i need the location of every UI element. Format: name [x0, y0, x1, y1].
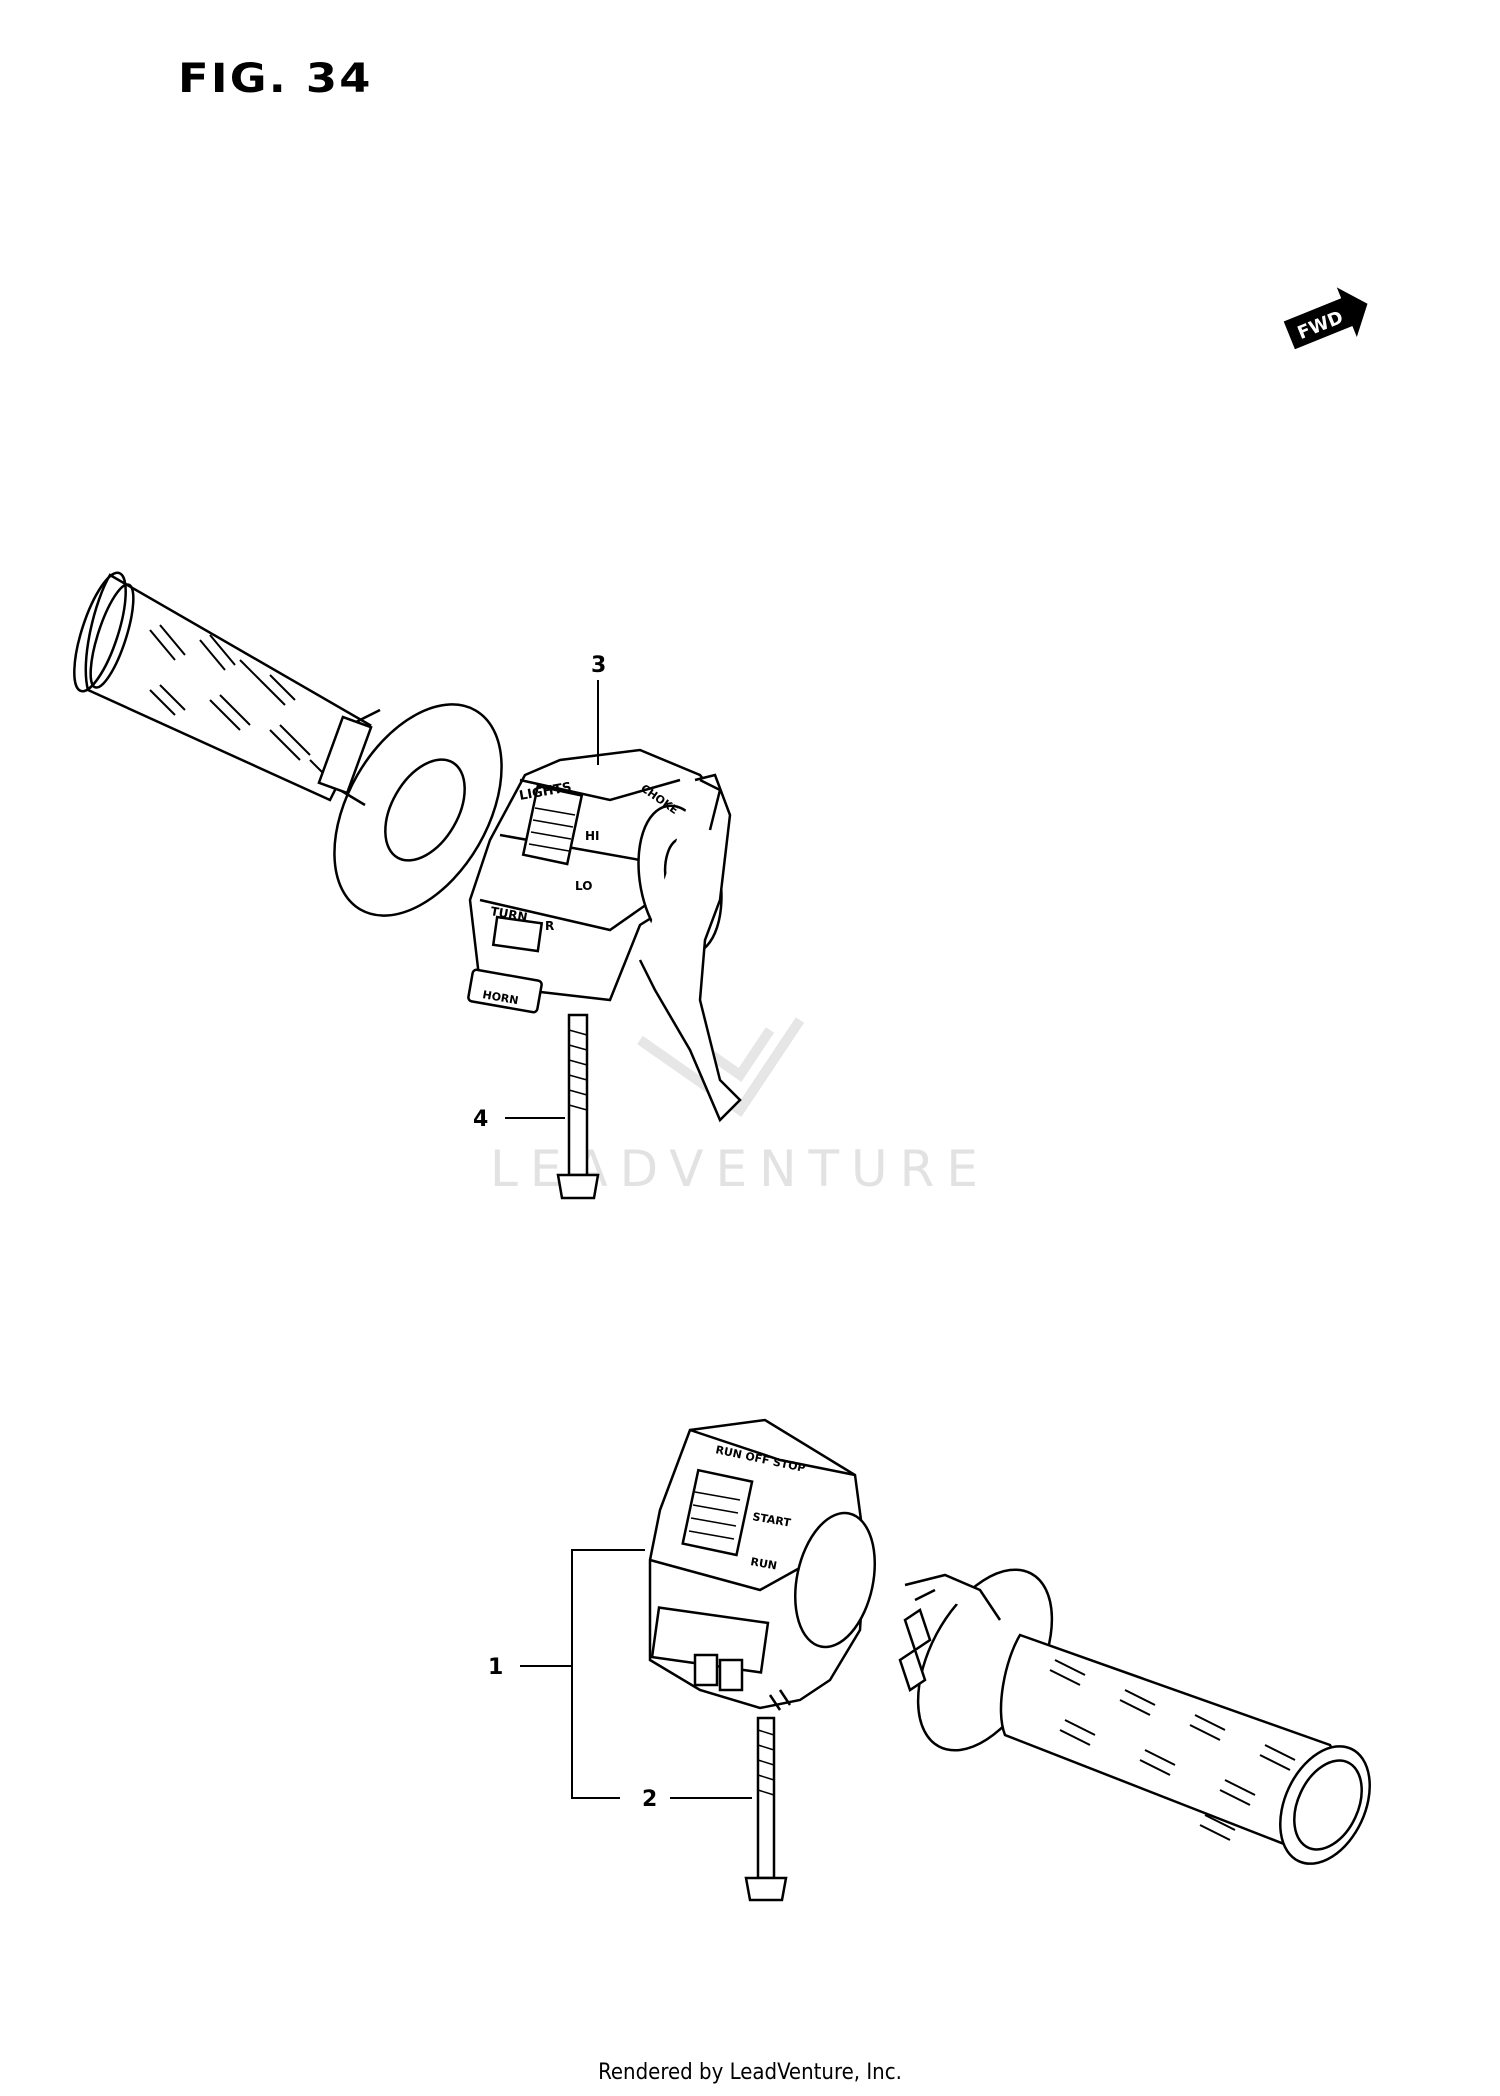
right-switch-housing: [648, 1418, 877, 1711]
horn-label: HORN: [481, 988, 519, 1007]
callout-4: 4: [473, 1107, 488, 1132]
right-handlebar-grip: [898, 1568, 1371, 1865]
callout-3: 3: [591, 653, 606, 678]
left-switch-housing: [467, 748, 742, 1123]
screw-part-2: [744, 1716, 788, 1902]
callout-1: 1: [488, 1655, 503, 1680]
forward-arrow-icon: FWD: [1283, 287, 1368, 350]
screw-part-4: [556, 1013, 600, 1200]
figure-title: FIG. 34: [178, 56, 373, 102]
leader-lines-lower: [520, 1549, 752, 1799]
turn-label: TURN: [489, 904, 528, 924]
run-label: RUN: [749, 1555, 777, 1572]
lo-label: LO: [575, 879, 592, 893]
callout-2: 2: [642, 1787, 657, 1812]
left-handlebar-grip: [73, 571, 503, 917]
leader-lines-upper: [505, 680, 599, 1119]
footer-credit: Rendered by LeadVenture, Inc.: [598, 2060, 902, 2085]
hi-label: HI: [585, 829, 600, 843]
turn-r-label: R: [545, 919, 554, 933]
